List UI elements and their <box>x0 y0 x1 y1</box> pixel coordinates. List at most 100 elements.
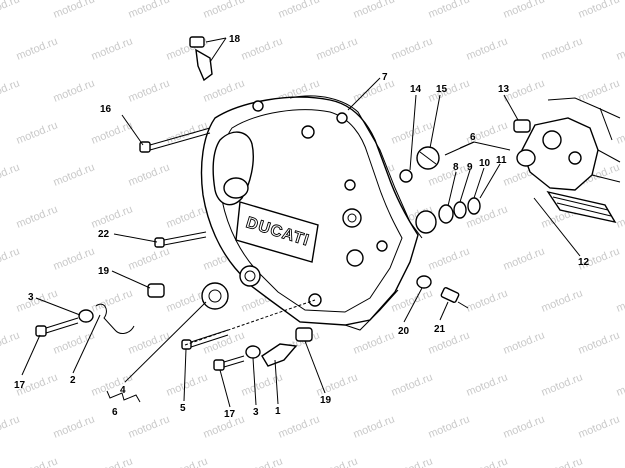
washer-part-3-left <box>78 309 94 323</box>
watermark-text: motod.ru <box>0 245 21 272</box>
watermark-text: motod.ru <box>240 455 285 468</box>
watermark-text: motod.ru <box>127 245 172 272</box>
watermark-text: motod.ru <box>315 35 360 62</box>
callout-6-bottom: 6 <box>112 407 118 418</box>
callout-3-right: 3 <box>253 407 259 418</box>
sensor-part-21 <box>440 287 469 309</box>
watermark-text: motod.ru <box>165 119 210 146</box>
callout-20: 20 <box>398 326 410 337</box>
watermark-text: motod.ru <box>15 455 60 468</box>
callout-15: 15 <box>436 84 448 95</box>
watermark-text: motod.ru <box>240 35 285 62</box>
watermark-text: motod.ru <box>90 455 135 468</box>
watermark-text: motod.ru <box>0 0 21 21</box>
watermark-text: motod.ru <box>502 245 547 272</box>
watermark-text: motod.ru <box>427 0 472 21</box>
bolt-part-22 <box>154 231 207 248</box>
callout-2: 2 <box>70 375 76 386</box>
callout-10: 10 <box>479 158 491 169</box>
watermark-text: motod.ru <box>577 413 622 440</box>
watermark-text: motod.ru <box>52 413 97 440</box>
watermark-text: motod.ru <box>52 0 97 21</box>
callout-19-right: 19 <box>320 395 332 406</box>
watermark-text: motod.ru <box>0 413 21 440</box>
bolt-part-17-left <box>35 317 79 337</box>
callout-6-top: 6 <box>470 132 476 143</box>
watermark-text: motod.ru <box>0 77 21 104</box>
watermark-text: motod.ru <box>427 413 472 440</box>
watermark-text: motod.ru <box>577 77 622 104</box>
callout-22: 22 <box>98 229 110 240</box>
watermark-text: motod.ru <box>165 455 210 468</box>
watermark-text: motod.ru <box>277 413 322 440</box>
callout-1: 1 <box>275 406 281 417</box>
callout-17-right: 17 <box>224 409 236 420</box>
wire-clip-part-2 <box>95 303 135 334</box>
watermark-text: motod.ru <box>615 371 625 398</box>
watermark-text: motod.ru <box>615 35 625 62</box>
watermark-text: motod.ru <box>127 0 172 21</box>
watermark-text: motod.ru <box>165 203 210 230</box>
engine-case <box>516 97 621 224</box>
watermark-text: motod.ru <box>615 287 625 314</box>
watermark-text: motod.ru <box>15 35 60 62</box>
watermark-text: motod.ru <box>390 371 435 398</box>
watermark-text: motod.ru <box>577 329 622 356</box>
watermark-text: motod.ru <box>465 371 510 398</box>
watermark-text: motod.ru <box>15 119 60 146</box>
watermark-text: motod.ru <box>165 371 210 398</box>
leader-lines <box>21 37 581 408</box>
callouts: 7 14 15 13 18 16 22 19 3 17 2 4 6 5 17 3… <box>14 34 590 420</box>
watermark-text: motod.ru <box>52 161 97 188</box>
watermark-text: motod.ru <box>277 0 322 21</box>
watermark-text: motod.ru <box>90 371 135 398</box>
callout-16: 16 <box>100 104 112 115</box>
watermark-text: motod.ru <box>202 0 247 21</box>
axis-line-5 <box>184 299 316 346</box>
seal-stack-parts-8-11 <box>415 197 481 234</box>
watermark-text: motod.ru <box>0 161 21 188</box>
watermark-text: motod.ru <box>427 77 472 104</box>
callout-18: 18 <box>229 34 241 45</box>
callout-21: 21 <box>434 324 446 335</box>
watermark-text: motod.ru <box>615 203 625 230</box>
watermark-text: motod.ru <box>465 287 510 314</box>
bushing-part-13 <box>513 119 531 133</box>
callout-8: 8 <box>453 162 459 173</box>
watermark-text: motod.ru <box>52 329 97 356</box>
watermark-text: motod.ru <box>615 455 625 468</box>
watermark-text: motod.ru <box>352 413 397 440</box>
watermark-text: motod.ru <box>127 77 172 104</box>
watermark-text: motod.ru <box>90 203 135 230</box>
callout-3-left: 3 <box>28 292 34 303</box>
callout-11: 11 <box>496 155 507 166</box>
watermark-text: motod.ru <box>540 287 585 314</box>
watermark-text: motod.ru <box>52 245 97 272</box>
callout-5: 5 <box>180 403 186 414</box>
seal-part-4 <box>201 282 229 310</box>
clutch-cover: DUCATI <box>200 95 423 331</box>
watermark-text: motod.ru <box>502 413 547 440</box>
watermark-text: motod.ru <box>502 0 547 21</box>
watermark-text: motod.ru <box>202 77 247 104</box>
callout-14: 14 <box>410 84 422 95</box>
watermark-text: motod.ru <box>202 329 247 356</box>
callout-19-left: 19 <box>98 266 110 277</box>
spacer-part-19-left <box>147 283 165 298</box>
clip-part-1 <box>261 343 298 367</box>
washer-part-3-right <box>245 345 261 359</box>
callout-12: 12 <box>578 257 590 268</box>
callout-9: 9 <box>467 162 473 173</box>
watermark-text: motod.ru <box>127 413 172 440</box>
o-ring-part-14 <box>399 169 413 183</box>
callout-13: 13 <box>498 84 510 95</box>
spacer-part-19-right <box>295 327 313 342</box>
watermark-text: motod.ru <box>315 455 360 468</box>
watermark-text: motod.ru <box>540 455 585 468</box>
watermark-text: motod.ru <box>352 77 397 104</box>
watermark-text: motod.ru <box>52 77 97 104</box>
watermark-text: motod.ru <box>0 329 21 356</box>
watermark-text: motod.ru <box>427 245 472 272</box>
watermark-text: motod.ru <box>540 371 585 398</box>
